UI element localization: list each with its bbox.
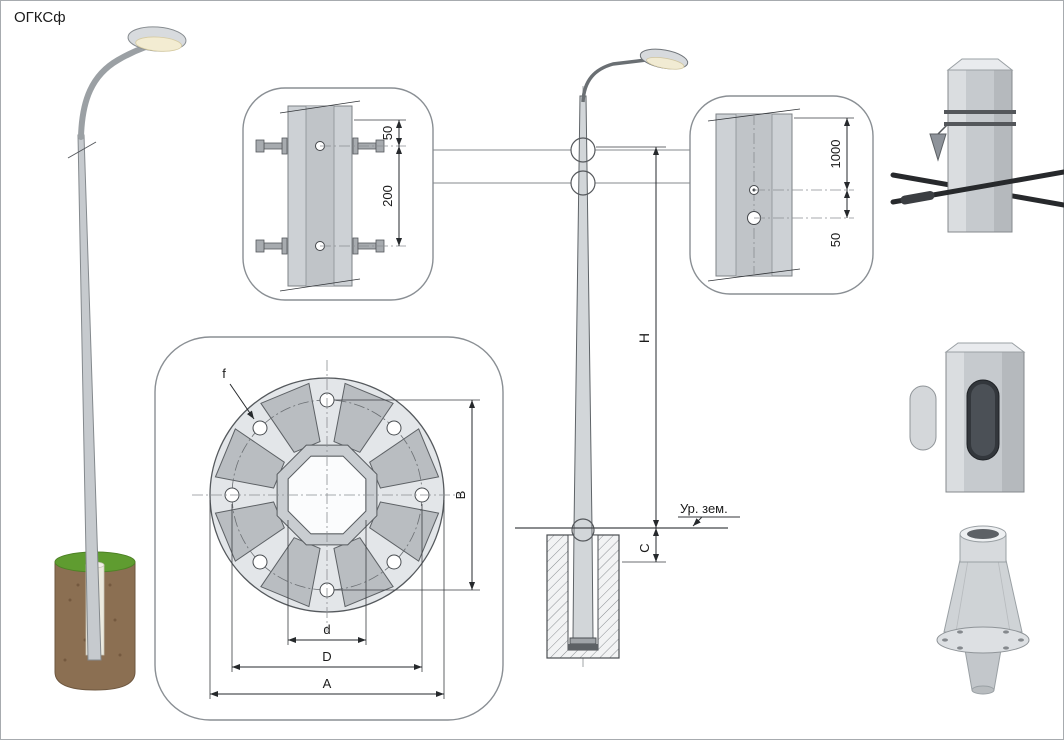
dim-D-label: D	[322, 649, 331, 664]
dim-A-label: A	[323, 676, 332, 691]
flange-bolt-holes	[224, 392, 430, 598]
pole-facet	[948, 70, 966, 232]
lamp-arm	[581, 58, 647, 103]
base-flange-ring	[936, 626, 1030, 654]
base-shell-3d-render	[936, 525, 1030, 695]
hand-hole-inner	[971, 384, 995, 456]
flange-ring-holes	[942, 630, 1024, 650]
flange-plan-callout: f B d D A	[154, 336, 504, 721]
pole-facet	[1002, 352, 1024, 492]
dim-B-label: B	[453, 491, 468, 500]
rod-coupler	[900, 191, 935, 205]
pole-top-face	[946, 58, 1014, 71]
dim-C-label: C	[637, 543, 652, 552]
dim-50-label: 50	[828, 233, 843, 247]
skirt-facet	[955, 559, 969, 633]
leader-line-f	[229, 383, 255, 420]
gusset-ribs	[214, 382, 440, 608]
pole-3d-render	[54, 26, 187, 691]
flared-skirt	[943, 559, 1023, 633]
lamp-head	[127, 26, 187, 52]
detail-marker-base	[571, 518, 595, 542]
skirt-facet	[997, 559, 1011, 633]
hole-detail-callout: 1000 50	[689, 95, 874, 295]
pole-facet	[306, 106, 334, 286]
clamp-rods-3d-render	[890, 58, 1064, 233]
hand-hole-cover	[909, 385, 937, 451]
ground-level-label: Ур. зем.	[680, 501, 728, 516]
flange-bolts-callout: 50 200	[242, 87, 434, 301]
dim-200-label: 200	[380, 185, 395, 207]
dim-50-label: 50	[380, 126, 395, 140]
lamp-arm	[78, 39, 166, 140]
grout	[568, 644, 598, 650]
break-mark	[279, 100, 361, 114]
bottom-flange	[569, 637, 597, 645]
top-opening-inner	[967, 529, 999, 539]
lower-tube-bottom	[971, 685, 995, 695]
dim-H-label: H	[636, 333, 652, 343]
dim-1000-label: 1000	[828, 140, 843, 169]
pole-facet	[946, 352, 964, 492]
dim-f-label: f	[222, 366, 226, 381]
pole-facet	[994, 70, 1012, 232]
band-clamp	[944, 122, 1016, 126]
clamp-link	[937, 123, 949, 135]
break-mark	[67, 141, 97, 159]
callout-leader-lines	[433, 149, 690, 184]
detail-marker-lower	[570, 170, 596, 196]
lamp-head	[639, 48, 689, 70]
drawing-title: ОГКСф	[14, 9, 66, 26]
dim-d-label: d	[323, 622, 330, 637]
pole-facet	[966, 70, 994, 232]
pole-top-face	[944, 342, 1026, 353]
break-mark	[279, 278, 361, 292]
band-clamp	[944, 110, 1016, 114]
embedded-pole	[572, 527, 594, 639]
ground-level-arrow	[692, 516, 703, 527]
pole-elevation-drawing: Ур. зем. H C	[515, 48, 740, 668]
wedge-clamp-cone	[929, 133, 947, 162]
handhole-3d-render	[909, 342, 1026, 493]
detail-marker-upper	[570, 137, 596, 163]
